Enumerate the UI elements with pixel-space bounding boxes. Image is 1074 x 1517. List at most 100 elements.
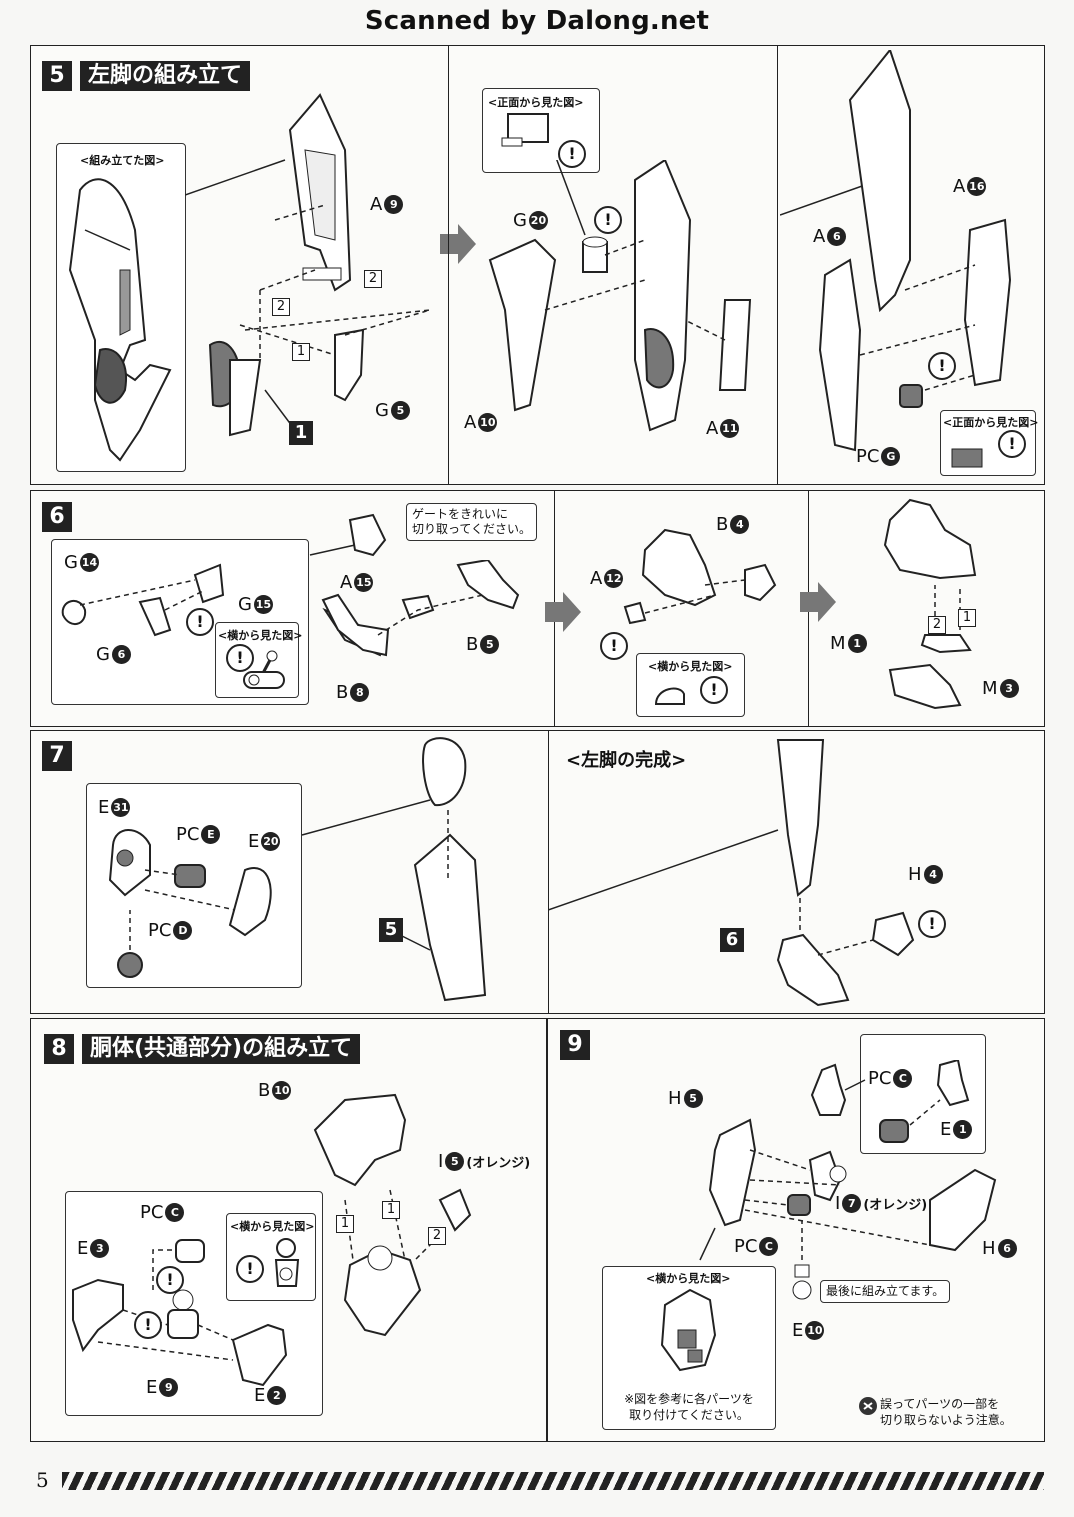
- front-view-pc-illustration: [951, 448, 983, 468]
- part-ref-1: 1: [289, 421, 313, 445]
- warning-icon: !: [928, 352, 956, 380]
- watermark: Scanned by Dalong.net: [364, 6, 710, 36]
- side-view-ball-illustration: [274, 1238, 300, 1287]
- thigh-part-illustration: [185, 93, 431, 437]
- warning-icon: !: [918, 910, 946, 938]
- reference-note: ※図を参考に各パーツを取り付けてください。: [624, 1392, 754, 1422]
- foot-upper-illustration: [623, 528, 777, 625]
- step8-number: 8: [44, 1034, 74, 1064]
- warning-icon: !: [700, 676, 728, 704]
- order-2b: 2: [364, 270, 382, 288]
- order-1a: 1: [336, 1215, 354, 1233]
- foot-sole-assembly-illustration: [883, 498, 977, 710]
- side-view-caption-4: <横から見た図>: [646, 1272, 731, 1285]
- step7-number: 7: [42, 741, 72, 771]
- step8-title: 胴体(共通部分)の組み立て: [82, 1034, 361, 1064]
- next-arrow-icon: [440, 224, 476, 264]
- step9-number: 9: [560, 1030, 590, 1060]
- left-leg-assembled-illustration: [68, 178, 172, 462]
- page-number: 5: [36, 1468, 49, 1492]
- front-view-caption: <正面から見た図>: [488, 96, 584, 109]
- order-1: 1: [292, 343, 310, 361]
- step5-number: 5: [42, 61, 72, 91]
- order-2: 2: [928, 616, 946, 634]
- warning-icon: !: [236, 1255, 264, 1283]
- next-arrow-icon: [800, 582, 836, 622]
- thigh-top-illustration: [301, 737, 487, 1002]
- lower-leg-illustration: [488, 160, 752, 432]
- next-arrow-icon: [545, 592, 581, 632]
- footer-stripe: [62, 1472, 1044, 1490]
- part-ref-5: 5: [379, 918, 403, 942]
- torso-illustration: [313, 1093, 472, 1337]
- side-view-joint-illustration: [243, 650, 285, 689]
- scissors-caution-icon: [859, 1397, 877, 1415]
- last-assembly-note: 最後に組み立てます。: [820, 1280, 951, 1303]
- warning-icon: !: [594, 206, 622, 234]
- side-view-cap-illustration: [654, 687, 685, 705]
- order-1: 1: [958, 609, 976, 627]
- warning-icon: !: [134, 1311, 162, 1339]
- order-2: 2: [428, 1227, 446, 1245]
- warning-icon: !: [186, 608, 214, 636]
- chest-assembly-illustration: [699, 1118, 997, 1300]
- step7-divider: [548, 731, 549, 1013]
- step5-divider-b: [777, 46, 778, 484]
- warning-icon: !: [226, 644, 254, 672]
- side-view-caption: <横から見た図>: [218, 629, 303, 642]
- step5-title: 左脚の組み立て: [80, 61, 251, 91]
- completed-left-leg-illustration: [548, 739, 915, 1007]
- warning-icon: !: [998, 430, 1026, 458]
- hip-joint-parts-illustration: [108, 829, 272, 978]
- step5-divider-a: [448, 46, 449, 484]
- warning-icon: !: [156, 1266, 184, 1294]
- shoulder-parts-illustration: [72, 1239, 288, 1387]
- leg-armor-illustration: [780, 50, 1012, 452]
- warning-icon: !: [558, 140, 586, 168]
- side-view-chest-illustration: [660, 1288, 717, 1372]
- front-view-part-illustration: [501, 113, 549, 147]
- order-2a: 2: [272, 298, 290, 316]
- shoulder-joint-illustration: [810, 1060, 970, 1143]
- warning-icon: !: [600, 632, 628, 660]
- side-view-caption-2: <横から見た図>: [648, 660, 733, 673]
- gate-note: ゲートをきれいに切り取ってください。: [406, 503, 538, 541]
- left-leg-complete-title: <左脚の完成>: [566, 750, 687, 771]
- assembled-view-caption: <組み立てた図>: [80, 154, 165, 167]
